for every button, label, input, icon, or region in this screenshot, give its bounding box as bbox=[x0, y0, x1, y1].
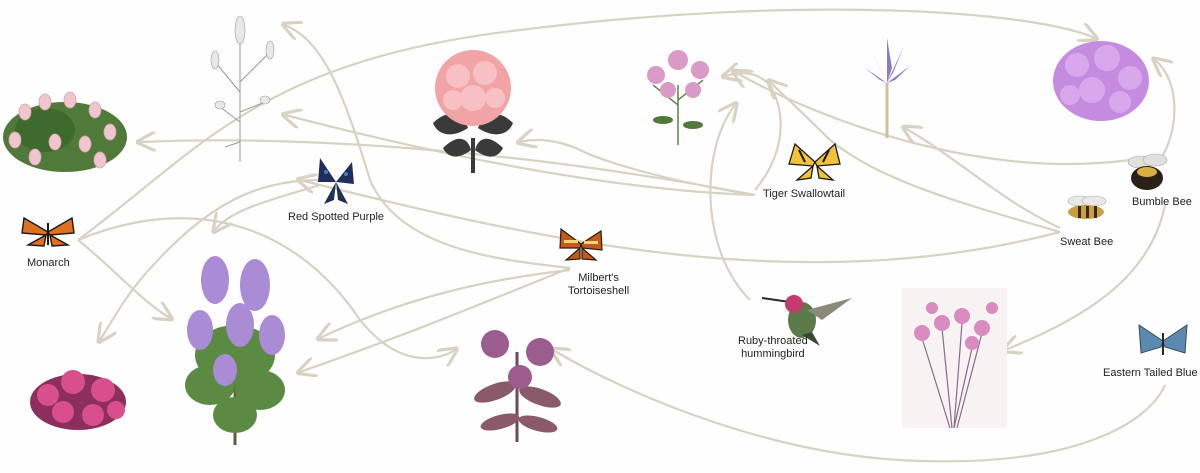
label-red-spotted-purple: Red Spotted Purple bbox=[288, 211, 385, 223]
arrow-bb-hydrangea bbox=[1155, 60, 1176, 161]
bumble-bee-image bbox=[1127, 153, 1168, 190]
green-clover-shrub-image bbox=[3, 91, 127, 172]
white-wildflower-image bbox=[210, 15, 275, 162]
tiger-swallowtail-butterfly-image bbox=[788, 142, 841, 181]
arrow-mt-lilac bbox=[300, 266, 571, 372]
label-milberts-line2: Tortoiseshell bbox=[568, 285, 630, 297]
arrow-sb-iris bbox=[905, 128, 1061, 229]
arrow-rsp-crabapple bbox=[100, 178, 321, 340]
hummingbird-image bbox=[762, 295, 852, 346]
label-milberts-tortoiseshell: Milbert's Tortoiseshell bbox=[568, 272, 629, 298]
crabapple-blossom-image bbox=[30, 370, 126, 430]
arrow-ts-rhodo bbox=[520, 140, 756, 197]
label-monarch: Monarch bbox=[27, 257, 70, 269]
arrow-sb-lilac bbox=[300, 180, 1061, 264]
pink-wildflower-image bbox=[902, 288, 1007, 428]
arrow-bb-pinkflower bbox=[1005, 204, 1167, 350]
label-hummingbird-line2: hummingbird bbox=[741, 348, 805, 360]
label-milberts-line1: Milbert's bbox=[578, 272, 619, 284]
label-hummingbird-line1: Ruby-throated bbox=[738, 335, 808, 347]
label-ruby-throated-hummingbird: Ruby-throated hummingbird bbox=[738, 335, 808, 361]
label-tiger-swallowtail: Tiger Swallowtail bbox=[763, 188, 846, 200]
arrow-hb-pinkcluster bbox=[709, 105, 751, 301]
arrow-bb-pinkcluster bbox=[735, 72, 1131, 166]
milkweed-image bbox=[474, 330, 561, 442]
hydrangea-image bbox=[1053, 41, 1149, 121]
arrow-etb-milkweed bbox=[553, 350, 1167, 463]
arrow-monarch-lilac bbox=[77, 239, 170, 318]
pink-cluster-flower-image bbox=[647, 50, 709, 145]
red-spotted-purple-butterfly-image bbox=[318, 158, 354, 204]
arrow-ts-greenclover bbox=[140, 140, 756, 197]
label-bumble-bee: Bumble Bee bbox=[1132, 196, 1192, 208]
eastern-tailed-blue-butterfly-image bbox=[1138, 324, 1188, 355]
arrow-mt-milkweed bbox=[320, 268, 571, 338]
rhododendron-image bbox=[433, 50, 513, 173]
arrow-monarch-hydrangea bbox=[77, 8, 1095, 241]
label-eastern-tailed-blue: Eastern Tailed Blue bbox=[1103, 367, 1198, 379]
arrow-monarch-milkweed bbox=[77, 217, 455, 358]
arrow-mt-whiteplant bbox=[285, 25, 571, 270]
sweat-bee-image bbox=[1067, 195, 1107, 219]
milberts-tortoiseshell-butterfly-image bbox=[559, 227, 603, 261]
lilac-bush-image bbox=[185, 256, 285, 445]
monarch-butterfly-image bbox=[21, 216, 75, 247]
iris-flower-image bbox=[865, 38, 910, 138]
label-sweat-bee: Sweat Bee bbox=[1060, 236, 1114, 248]
arrow-ts-whiteplant bbox=[285, 115, 756, 197]
